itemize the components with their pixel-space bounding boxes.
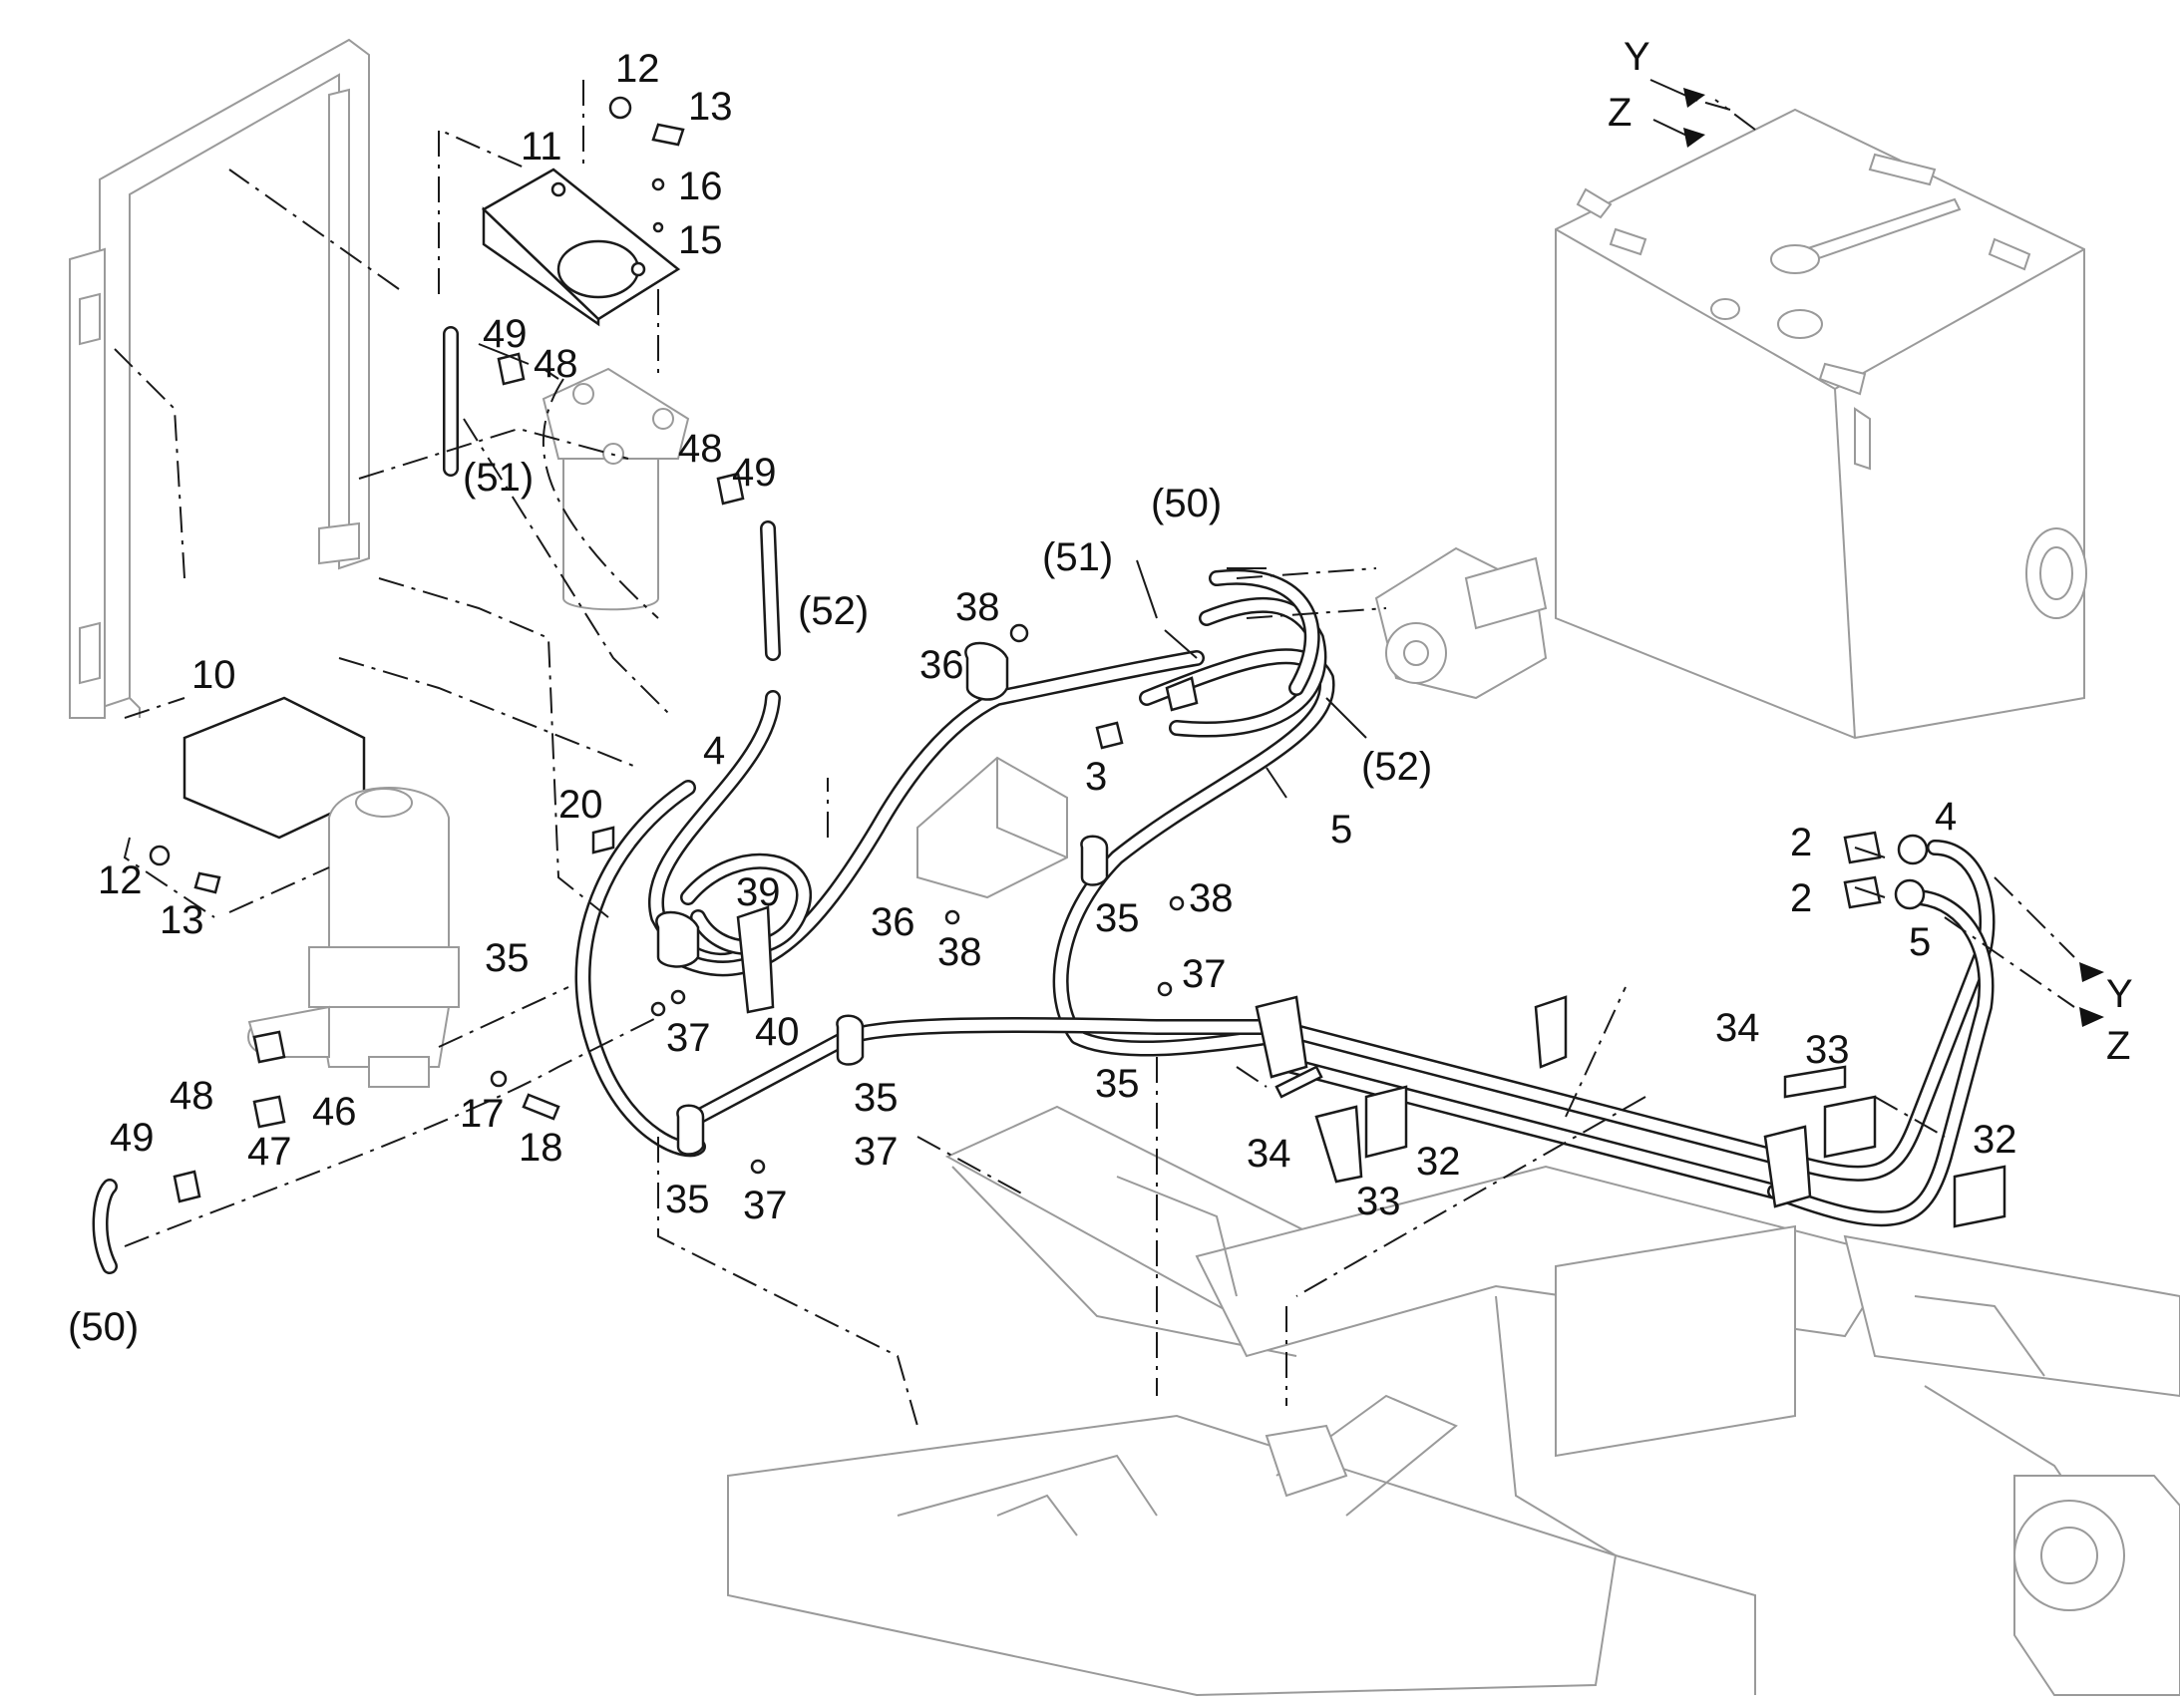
callout-label: 49	[110, 1116, 155, 1160]
callout-label: 12	[615, 47, 660, 91]
callout-label: 48	[534, 342, 578, 386]
callout-label: 12	[98, 858, 143, 902]
callout-label: 34	[1247, 1132, 1291, 1176]
view-marker-y: Y	[1624, 35, 1650, 79]
callout-label: 16	[678, 165, 723, 208]
callout-label: 48	[170, 1074, 214, 1118]
callout-label: (50)	[68, 1305, 139, 1349]
callout-label: 48	[678, 427, 723, 471]
callout-label: 36	[919, 643, 964, 687]
callout-label: 37	[743, 1184, 788, 1227]
callout-label: 46	[312, 1090, 357, 1134]
injection-pump	[1374, 546, 1548, 700]
callout-label: 47	[247, 1130, 292, 1174]
callout-label: 37	[666, 1016, 711, 1060]
callout-label: 2	[1790, 876, 1812, 920]
callout-label: 18	[519, 1126, 563, 1170]
callout-label: 37	[854, 1130, 899, 1174]
callout-label: 13	[160, 898, 204, 942]
callout-label: 37	[1182, 952, 1227, 996]
callout-label: 20	[558, 783, 603, 827]
chassis-frame	[727, 1105, 2180, 1697]
callout-label: 10	[191, 653, 236, 697]
callout-label: (52)	[1361, 745, 1432, 789]
callout-label: 5	[1330, 808, 1352, 852]
view-arrows	[1649, 79, 2104, 1027]
callout-label: 36	[871, 900, 915, 944]
callout-label: 35	[854, 1076, 899, 1120]
callout-label: (50)	[1151, 482, 1222, 525]
callout-label: 35	[1095, 896, 1140, 940]
callout-label: 32	[1416, 1140, 1461, 1184]
callout-label: 33	[1356, 1180, 1401, 1223]
callout-labels: Y Z Y Z 12 13 11 16 15 49 48 48 49 (51) …	[68, 35, 2133, 1349]
callout-label: (51)	[463, 456, 534, 500]
components	[149, 96, 2006, 1228]
callout-label: 49	[732, 451, 777, 495]
callout-label: 39	[736, 870, 781, 914]
callout-label: 4	[703, 729, 725, 773]
callout-label: 15	[678, 218, 723, 262]
leader-lines	[478, 343, 1886, 898]
view-marker-z-2: Z	[2106, 1024, 2130, 1068]
callout-label: 38	[937, 930, 982, 974]
callout-label: 13	[688, 85, 733, 129]
assembly-lines	[114, 80, 2075, 1427]
side-frame	[69, 38, 370, 719]
callout-label: 49	[483, 312, 528, 356]
callout-label: 33	[1805, 1028, 1850, 1072]
callout-label: 2	[1790, 821, 1812, 864]
callout-label: 38	[955, 585, 1000, 629]
view-marker-y-2: Y	[2106, 972, 2133, 1016]
callout-label: 11	[521, 125, 562, 169]
callout-label: 3	[1085, 755, 1107, 799]
callout-label: 34	[1715, 1006, 1760, 1050]
callout-label: (52)	[798, 589, 869, 633]
view-marker-z: Z	[1608, 91, 1632, 135]
callout-label: (51)	[1042, 535, 1113, 579]
fuel-tank	[1555, 108, 2087, 740]
fuel-filter-upper	[542, 367, 690, 611]
callout-label: 35	[1095, 1062, 1140, 1106]
callout-label: 32	[1973, 1118, 2017, 1162]
callout-label: 35	[665, 1178, 710, 1221]
callout-label: 38	[1189, 876, 1234, 920]
callout-label: 5	[1909, 920, 1931, 964]
water-separator	[247, 787, 460, 1088]
fuel-hoses	[92, 326, 1996, 1274]
callout-label: 17	[460, 1092, 505, 1136]
callout-label: 4	[1935, 795, 1957, 839]
callout-label: 35	[485, 936, 530, 980]
callout-label: 40	[755, 1010, 800, 1054]
